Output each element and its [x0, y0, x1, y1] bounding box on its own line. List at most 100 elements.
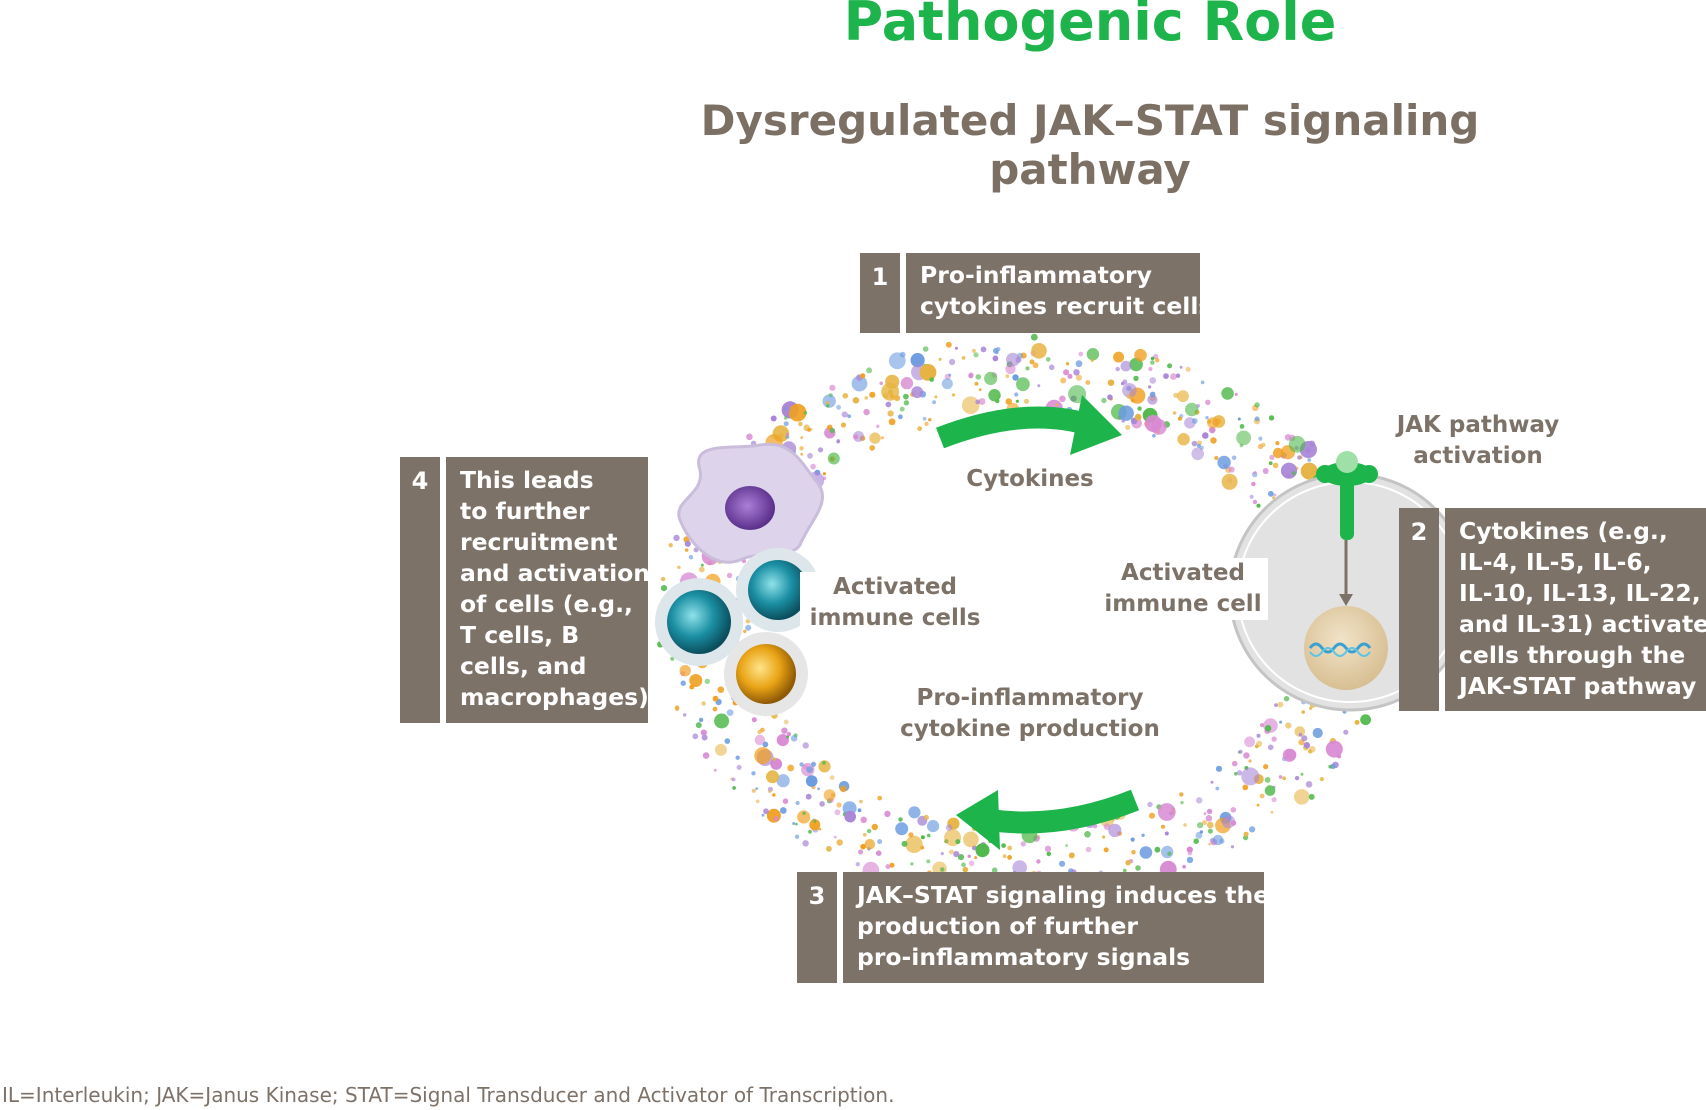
- cytokine-particle: [783, 416, 788, 420]
- cytokine-production-label: Pro-inflammatory cytokine production: [900, 685, 1160, 742]
- cytokine-particle: [978, 388, 982, 392]
- jak-receptor-icon: [1316, 451, 1378, 540]
- cytokine-particle: [1249, 826, 1256, 833]
- cytokine-particle: [1205, 416, 1209, 420]
- cytokine-particle: [751, 717, 757, 723]
- cytokine-particle: [1256, 740, 1263, 747]
- cytokine-particle: [684, 540, 691, 547]
- cytokine-particle: [1149, 377, 1157, 384]
- cytokine-particle: [841, 411, 848, 418]
- cytokine-particle: [1084, 831, 1091, 838]
- step-number: 1: [860, 253, 900, 333]
- cytokine-particle: [1125, 860, 1131, 866]
- cytokine-particle: [822, 394, 836, 408]
- cytokine-particle: [961, 356, 966, 360]
- cytokine-particle: [1141, 833, 1145, 837]
- cytokine-particle: [973, 352, 979, 358]
- cytokine-particle: [1205, 815, 1213, 822]
- cytokine-particle: [1016, 377, 1030, 392]
- cytokine-particle: [1278, 775, 1283, 779]
- cytokine-particle: [1182, 864, 1186, 869]
- jak-pathway-activation-label: JAK pathway activation: [1396, 412, 1560, 469]
- cytokine-particle: [1236, 430, 1251, 446]
- cytokine-particle: [1085, 846, 1092, 853]
- cytokine-particle: [1118, 405, 1134, 421]
- cytokine-particle: [992, 355, 999, 362]
- cytokine-particle: [1285, 722, 1292, 729]
- cytokine-particle: [1288, 435, 1306, 453]
- cytokine-particle: [884, 810, 891, 818]
- cytokine-particle: [926, 833, 931, 838]
- cytokine-particle: [1175, 373, 1181, 378]
- cytokine-particle: [1191, 447, 1204, 461]
- cytokine-particle: [1173, 392, 1179, 398]
- cytokine-particle: [1148, 812, 1156, 819]
- cytokine-particle: [825, 400, 830, 405]
- cytokine-particle: [1263, 764, 1269, 770]
- cytokine-particle: [1130, 398, 1135, 403]
- cytokine-particle: [903, 393, 909, 400]
- cytokine-particle: [926, 859, 931, 864]
- cytokine-particle: [823, 789, 836, 801]
- cytokine-particle: [726, 572, 733, 579]
- cytokine-particle: [754, 747, 772, 765]
- cytokine-particle: [1122, 868, 1127, 873]
- cytokine-particle: [974, 856, 978, 860]
- cytokine-particle: [917, 426, 923, 432]
- cytokine-particle: [955, 839, 961, 845]
- macrophage-gold-icon: [724, 632, 808, 716]
- cytokine-particle: [1007, 855, 1012, 860]
- cytokine-particle: [1294, 775, 1300, 781]
- cytokine-particle: [827, 452, 840, 465]
- cytokine-particle: [1206, 808, 1213, 815]
- bottom-arrow-icon: [956, 789, 1140, 850]
- cytokine-particle: [698, 566, 705, 573]
- cytokine-particle: [660, 585, 668, 592]
- step-number: 2: [1399, 508, 1439, 711]
- page-title: Pathogenic Role: [843, 0, 1337, 53]
- cytokine-particle: [919, 364, 937, 381]
- cytokine-particle: [1207, 828, 1213, 834]
- cytokine-particle: [829, 775, 835, 780]
- cytokine-particle: [754, 734, 765, 746]
- cytokine-particle: [953, 851, 960, 858]
- cytokine-particle: [951, 393, 956, 397]
- cytokine-particle: [760, 727, 765, 733]
- cytokine-particle: [847, 414, 851, 419]
- cytokine-particle: [1283, 696, 1290, 702]
- cytokine-particle: [772, 757, 776, 761]
- cytokine-particle: [895, 822, 909, 836]
- cytokine-particle: [961, 396, 980, 415]
- cytokine-particle: [905, 835, 923, 853]
- cytokine-particle: [1137, 406, 1142, 411]
- cytokine-particle: [682, 713, 687, 717]
- cytokine-particle: [1202, 432, 1209, 439]
- cytokine-particle: [1254, 416, 1260, 422]
- cytokine-particle: [1268, 461, 1273, 466]
- top-arrow-icon: [936, 395, 1122, 455]
- cytokine-particle: [1007, 845, 1013, 851]
- step-number: 4: [400, 457, 440, 723]
- cytokine-particle: [945, 341, 952, 348]
- cytokine-particle: [1305, 781, 1313, 788]
- cytokine-particle: [700, 563, 704, 567]
- cytokine-particle: [800, 436, 804, 439]
- cytokine-particle: [755, 799, 760, 804]
- cytokine-particle: [869, 432, 881, 444]
- cytokine-particle: [1179, 365, 1183, 369]
- cytokine-particle: [1150, 360, 1155, 365]
- cytokine-particle: [770, 415, 777, 422]
- step-3-callout: 3 JAK–STAT signaling induces the product…: [797, 872, 1269, 983]
- cytokine-particle: [660, 576, 666, 582]
- cytokine-particle: [869, 445, 875, 451]
- cytokine-particle: [940, 867, 945, 872]
- cytokine-particle: [803, 411, 808, 415]
- cytokine-particle: [885, 864, 891, 870]
- cytokine-particle: [1231, 760, 1238, 767]
- cytokine-particle: [842, 393, 849, 399]
- cytokine-particle: [700, 729, 707, 736]
- cytokine-particle: [1308, 749, 1313, 754]
- cytokine-particle: [1262, 468, 1269, 474]
- cytokine-particle: [940, 852, 944, 856]
- cytokine-particle: [1122, 379, 1128, 385]
